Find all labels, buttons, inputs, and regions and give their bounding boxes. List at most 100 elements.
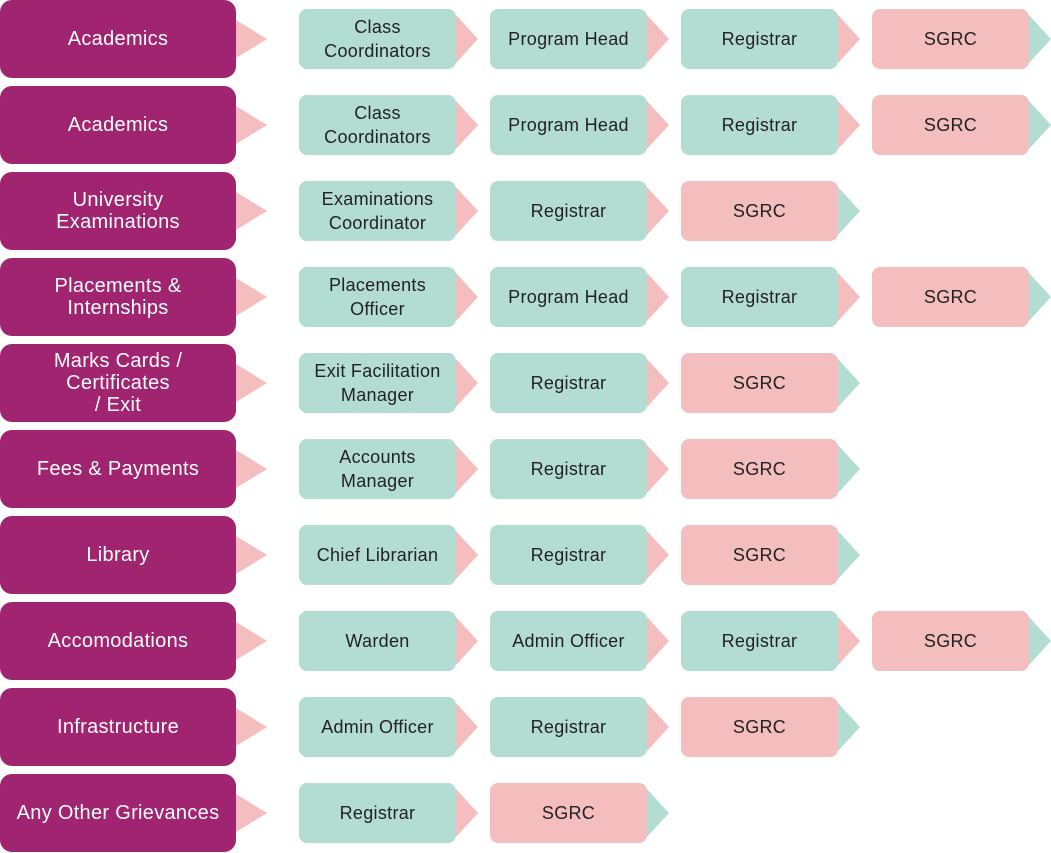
- category-arrow-icon: [236, 708, 267, 746]
- category-label: Fees & Payments: [36, 458, 200, 480]
- handler-step-box: Admin Officer: [490, 611, 647, 671]
- escalation-row: Marks Cards / Certificates / Exit Exit Fa…: [0, 344, 1051, 422]
- step-arrow-icon: [647, 445, 669, 493]
- step-label: SGRC: [923, 287, 978, 307]
- step-arrow-icon: [647, 789, 669, 837]
- escalation-row: Fees & Payments Accounts Manager Registrar…: [0, 430, 1051, 508]
- step-label: Registrar: [339, 803, 416, 823]
- step-label: Class Coordinators: [324, 103, 431, 147]
- step-arrow-icon: [647, 531, 669, 579]
- handler-step-box: Class Coordinators: [299, 9, 456, 69]
- step-arrow-icon: [647, 101, 669, 149]
- escalation-row: Academics Class Coordinators Program Head R…: [0, 0, 1051, 78]
- step-arrow-icon: [838, 703, 860, 751]
- handler-step-box: Program Head: [490, 267, 647, 327]
- sgrc-step-box: SGRC: [681, 181, 838, 241]
- sgrc-step-box: SGRC: [490, 783, 647, 843]
- handler-step-box: Accounts Manager: [299, 439, 456, 499]
- step-label: Class Coordinators: [324, 17, 431, 61]
- step-label: Registrar: [721, 287, 798, 307]
- handler-step-box: Chief Librarian: [299, 525, 456, 585]
- step-arrow-icon: [838, 15, 860, 63]
- escalation-row: Placements & Internships Placements Offic…: [0, 258, 1051, 336]
- step-label: Registrar: [721, 115, 798, 135]
- step-label: SGRC: [732, 201, 787, 221]
- step-arrow-icon: [456, 359, 478, 407]
- step-arrow-icon: [647, 359, 669, 407]
- step-arrow-icon: [647, 273, 669, 321]
- step-arrow-icon: [456, 101, 478, 149]
- step-label: SGRC: [541, 803, 596, 823]
- step-label: Program Head: [508, 287, 629, 307]
- sgrc-step-box: SGRC: [872, 267, 1029, 327]
- category-box: Marks Cards / Certificates / Exit: [0, 344, 236, 422]
- handler-step-box: Class Coordinators: [299, 95, 456, 155]
- step-arrow-icon: [456, 273, 478, 321]
- step-label: Registrar: [530, 201, 607, 221]
- category-label: Accomodations: [47, 630, 189, 652]
- category-box: Any Other Grievances: [0, 774, 236, 852]
- step-arrow-icon: [456, 531, 478, 579]
- category-box: Infrastructure: [0, 688, 236, 766]
- category-label: Marks Cards / Certificates / Exit: [53, 350, 183, 416]
- handler-step-box: Registrar: [490, 697, 647, 757]
- category-label: Infrastructure: [56, 716, 180, 738]
- step-label: Placements Officer: [328, 275, 427, 319]
- category-box: Placements & Internships: [0, 258, 236, 336]
- category-arrow-icon: [236, 622, 267, 660]
- sgrc-step-box: SGRC: [872, 611, 1029, 671]
- step-label: SGRC: [732, 717, 787, 737]
- category-arrow-icon: [236, 20, 267, 58]
- step-label: SGRC: [923, 631, 978, 651]
- category-arrow-icon: [236, 192, 267, 230]
- handler-step-box: Registrar: [490, 525, 647, 585]
- category-box: Fees & Payments: [0, 430, 236, 508]
- handler-step-box: Registrar: [490, 181, 647, 241]
- category-box: Academics: [0, 0, 236, 78]
- handler-step-box: Registrar: [681, 9, 838, 69]
- sgrc-step-box: SGRC: [681, 439, 838, 499]
- handler-step-box: Registrar: [299, 783, 456, 843]
- handler-step-box: Program Head: [490, 9, 647, 69]
- category-arrow-icon: [236, 364, 267, 402]
- step-arrow-icon: [1029, 101, 1051, 149]
- step-arrow-icon: [647, 15, 669, 63]
- step-label: Program Head: [508, 29, 629, 49]
- escalation-row: Accomodations Warden Admin Officer Registra…: [0, 602, 1051, 680]
- step-label: Registrar: [721, 631, 798, 651]
- category-box: Accomodations: [0, 602, 236, 680]
- handler-step-box: Placements Officer: [299, 267, 456, 327]
- category-label: University Examinations: [56, 189, 180, 233]
- step-arrow-icon: [838, 531, 860, 579]
- category-label: Placements & Internships: [54, 275, 182, 319]
- step-arrow-icon: [456, 703, 478, 751]
- sgrc-step-box: SGRC: [872, 95, 1029, 155]
- handler-step-box: Registrar: [490, 353, 647, 413]
- step-label: Admin Officer: [512, 631, 625, 651]
- step-arrow-icon: [647, 617, 669, 665]
- category-box: Library: [0, 516, 236, 594]
- handler-step-box: Warden: [299, 611, 456, 671]
- category-label: Academics: [67, 28, 169, 50]
- category-box: Academics: [0, 86, 236, 164]
- step-arrow-icon: [456, 445, 478, 493]
- handler-step-box: Registrar: [681, 267, 838, 327]
- step-label: Registrar: [530, 459, 607, 479]
- category-label: Academics: [67, 114, 169, 136]
- step-label: SGRC: [732, 373, 787, 393]
- step-arrow-icon: [1029, 15, 1051, 63]
- handler-step-box: Registrar: [681, 95, 838, 155]
- step-label: Exit Facilitation Manager: [314, 361, 441, 405]
- step-label: Chief Librarian: [316, 545, 439, 565]
- handler-step-box: Exit Facilitation Manager: [299, 353, 456, 413]
- sgrc-step-box: SGRC: [681, 697, 838, 757]
- step-label: SGRC: [732, 459, 787, 479]
- step-label: Registrar: [530, 545, 607, 565]
- step-label: SGRC: [923, 29, 978, 49]
- step-arrow-icon: [647, 703, 669, 751]
- category-box: University Examinations: [0, 172, 236, 250]
